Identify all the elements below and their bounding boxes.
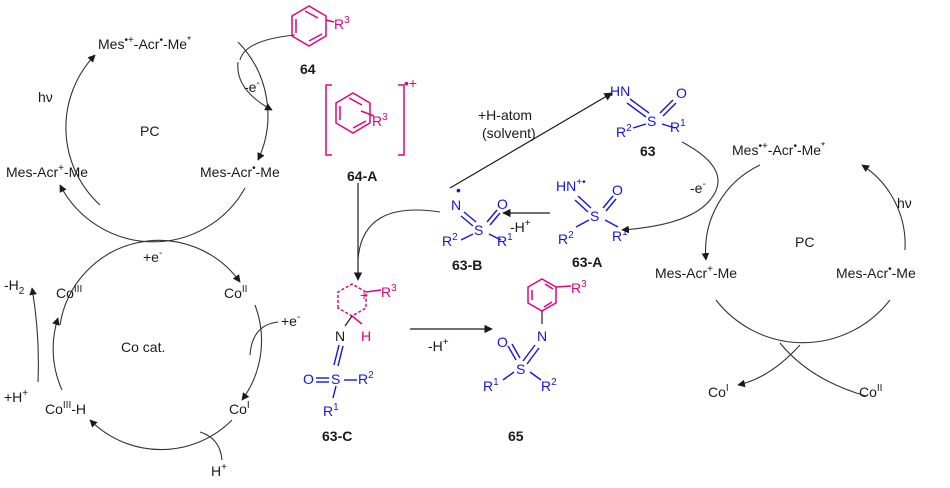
compound-64-A: R3 •+ 64-A xyxy=(325,75,417,184)
right-pc-top-species: Mes•+-Acr•-Me* xyxy=(732,141,825,158)
compound-63-o: O xyxy=(676,85,687,101)
co-ii-label: CoII xyxy=(224,284,247,301)
compound-64-A-label: 64-A xyxy=(347,168,377,184)
right-co-i-label: CoI xyxy=(708,383,729,400)
compound-63-C-plus: + xyxy=(360,287,368,303)
left-pc-center-label: PC xyxy=(140,123,159,139)
compound-63-B-n: N xyxy=(451,197,461,213)
deprotonation-63A-label: -H+ xyxy=(510,218,531,235)
h-atom-label: +H-atom xyxy=(478,107,532,123)
compound-63-A-s: S xyxy=(590,208,599,224)
compound-63-A-label: 63-A xyxy=(572,254,602,270)
compound-63-B-r2: R2 xyxy=(442,232,458,249)
compound-63-A-r2: R2 xyxy=(558,230,574,247)
compound-65-n: N xyxy=(537,328,547,344)
compound-63-label: 63 xyxy=(640,143,656,159)
compound-63-s: S xyxy=(647,113,656,129)
compound-63-C: R3 + H N O S R2 R1 63-C xyxy=(303,283,397,444)
compound-63-C-o: O xyxy=(303,371,314,387)
right-pc-hv-label: hν xyxy=(897,195,912,211)
compound-64-A-r3: R3 xyxy=(372,112,388,129)
co-catalyst-center-label: Co cat. xyxy=(121,339,165,355)
reaction-arrows: +H-atom (solvent) -H+ -H+ -e- xyxy=(353,92,719,354)
left-pc-acr-plus-species: Mes-Acr+-Me xyxy=(6,163,88,180)
compound-63-r1: R1 xyxy=(670,118,686,135)
compound-64: R3 64 xyxy=(291,5,350,77)
left-pc-plus-e-label: +e- xyxy=(143,248,162,265)
co-plus-e-label: +e- xyxy=(281,312,300,329)
cobalt-cycle: Co cat. CoIII CoII CoI CoIII-H -H2 +H+ H… xyxy=(4,239,300,479)
deprotonation-63C-label: -H+ xyxy=(428,337,449,354)
compound-63-C-h: H xyxy=(361,328,371,344)
compound-63-C-r3: R3 xyxy=(381,283,397,300)
compound-65: R3 N O S R1 R2 65 xyxy=(483,278,587,444)
left-pc-minus-e-label: -e- xyxy=(244,78,260,95)
compound-63-B-label: 63-B xyxy=(452,257,482,273)
compound-64-A-charge: •+ xyxy=(404,75,417,91)
compound-63-C-s: S xyxy=(331,371,340,387)
proton-in-label: +H+ xyxy=(4,388,28,405)
compound-65-label: 65 xyxy=(508,428,524,444)
co-i-label: CoI xyxy=(229,400,250,417)
right-pc-acr-plus-species: Mes-Acr+-Me xyxy=(655,264,737,281)
compound-63-r2: R2 xyxy=(616,123,632,140)
compound-65-r2: R2 xyxy=(541,377,557,394)
compound-63-hn: HN xyxy=(610,83,630,99)
compound-65-r1: R1 xyxy=(483,377,499,394)
right-minus-e-label: -e- xyxy=(690,179,706,196)
solvent-label: (solvent) xyxy=(482,125,536,141)
compound-65-s: S xyxy=(516,361,525,377)
compound-63-B-o: O xyxy=(497,196,508,212)
compound-63-B-s: S xyxy=(474,222,483,238)
compound-63-A-hn: HN+• xyxy=(556,177,586,194)
co-iii-hydride-label: CoIII-H xyxy=(45,400,86,417)
right-pc-acr-radical-species: Mes-Acr•-Me xyxy=(836,264,916,281)
left-pc-acr-radical-species: Mes-Acr•-Me xyxy=(200,163,280,180)
compound-63-C-n: N xyxy=(335,328,345,344)
proton-bottom-label: H+ xyxy=(211,462,227,479)
compound-63-B: N • S O R2 R1 63-B xyxy=(442,182,513,273)
co-iii-label: CoIII xyxy=(56,284,82,301)
compound-63-C-label: 63-C xyxy=(322,428,352,444)
right-photocatalyst-cycle: Mes•+-Acr•-Me* hν PC Mes-Acr+-Me Mes-Acr… xyxy=(655,141,916,400)
compound-63-C-r2: R2 xyxy=(358,370,374,387)
compound-64-r3: R3 xyxy=(334,15,350,32)
right-co-ii-label: CoII xyxy=(859,383,882,400)
left-pc-hv-label: hν xyxy=(38,89,53,105)
compound-63-A: HN+• S O R2 R1 63-A xyxy=(556,177,628,270)
compound-65-o: O xyxy=(497,334,508,350)
compound-63-B-radical: • xyxy=(456,182,461,198)
compound-63-B-r1: R1 xyxy=(497,232,513,249)
h2-release-label: -H2 xyxy=(4,277,25,297)
left-photocatalyst-cycle: Mes•+-Acr•-Me* hν PC Mes-Acr+-Me Mes-Acr… xyxy=(6,34,296,265)
compound-65-r3: R3 xyxy=(571,279,587,296)
compound-63-A-o: O xyxy=(612,182,623,198)
compound-63-C-r1: R1 xyxy=(323,402,339,419)
compound-64-label: 64 xyxy=(300,61,316,77)
left-pc-top-species: Mes•+-Acr•-Me* xyxy=(98,35,191,52)
right-pc-center-label: PC xyxy=(795,234,814,250)
compound-63: HN S O R2 R1 63 xyxy=(610,83,687,159)
